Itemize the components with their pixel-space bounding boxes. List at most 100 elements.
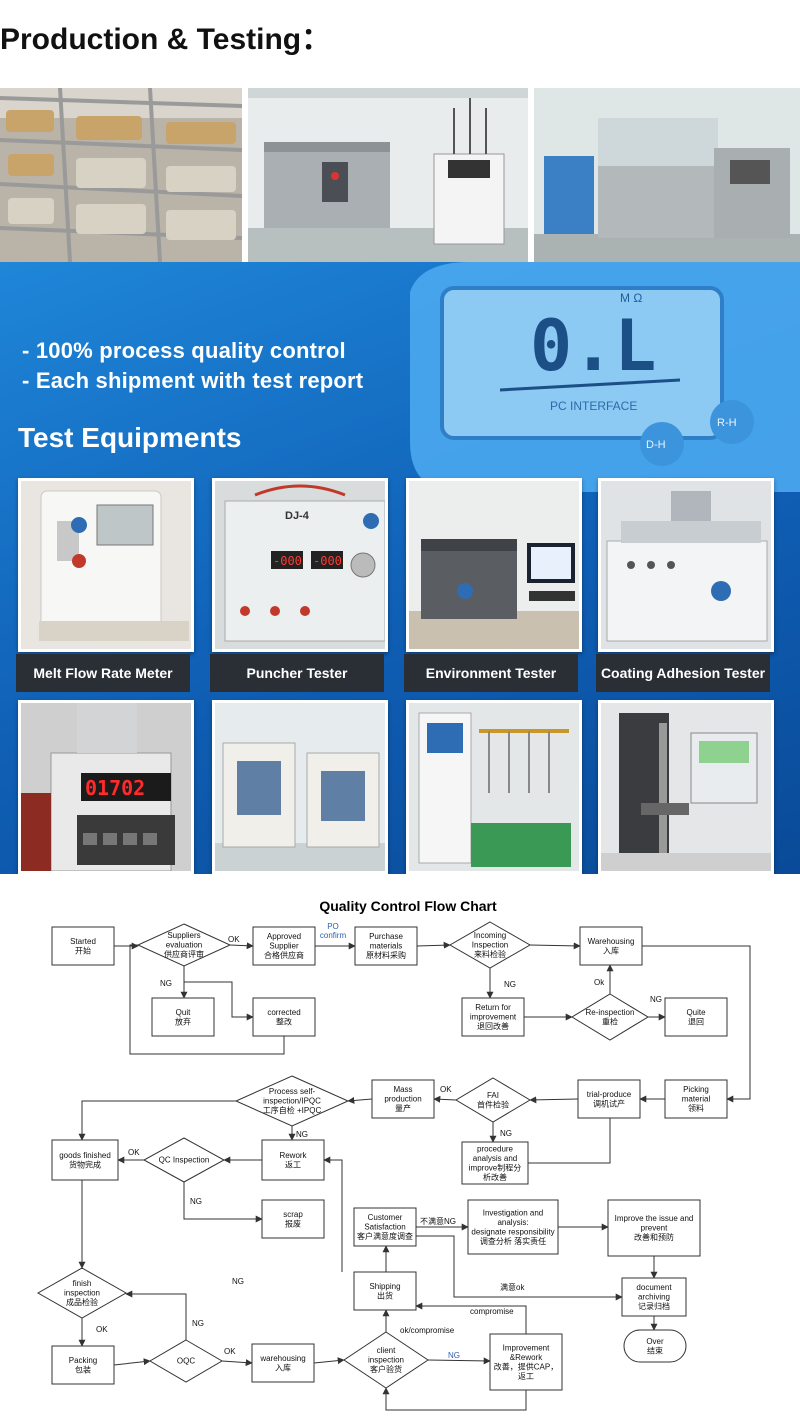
flow-arrow xyxy=(642,945,751,1103)
flow-node-text: 合格供应商 xyxy=(264,950,304,960)
flow-node-text: prevent xyxy=(641,1224,668,1233)
flow-node-text: 供应商评审 xyxy=(164,949,204,959)
label-ng: NG xyxy=(504,980,516,989)
label-compromise: compromise xyxy=(470,1307,514,1316)
label-environment-tester: Environment Tester xyxy=(404,654,578,692)
label-ng-client: NG xyxy=(448,1351,460,1360)
flow-node-text: Inspection xyxy=(472,941,508,950)
flow-arrow xyxy=(323,1156,343,1272)
flow-arrow xyxy=(125,1290,187,1340)
label-ok-compromise: ok/compromise xyxy=(400,1326,455,1335)
production-photo-test-chamber xyxy=(534,88,800,262)
flow-node-text: scrap xyxy=(283,1210,303,1219)
production-photo-salt-spray-chamber xyxy=(248,88,528,262)
flow-node-text: 货物完成 xyxy=(69,1159,101,1169)
flow-node-text: 原材料采购 xyxy=(366,950,406,960)
flow-node-text: document xyxy=(636,1283,672,1292)
flow-arrow xyxy=(229,942,254,950)
label-ok: Ok xyxy=(594,978,605,987)
flow-node-text: 整改 xyxy=(276,1016,292,1026)
flow-node-text: 量产 xyxy=(395,1103,411,1113)
flow-node-text: Over xyxy=(646,1337,664,1346)
label-ng: NG xyxy=(500,1129,512,1138)
flow-node-text: client xyxy=(377,1346,396,1355)
equipment-photo-temperature-controller: 01702 xyxy=(18,700,194,874)
flow-node-text: Customer xyxy=(368,1213,403,1222)
flow-node-text: 返工 xyxy=(518,1372,534,1381)
label-po-confirm: confirm xyxy=(320,931,347,940)
meter-button-dh: D-H xyxy=(646,439,666,451)
flow-node-text: 改善和预防 xyxy=(634,1232,674,1242)
flow-node-text: Warehousing xyxy=(588,937,635,946)
flow-node-text: Quite xyxy=(686,1008,706,1017)
flow-node-text: 出货 xyxy=(377,1290,393,1300)
flow-node-text: materials xyxy=(370,942,402,951)
production-photo-factory-racks xyxy=(0,88,242,262)
flow-node-text: 工序自检 +IPQC xyxy=(263,1105,322,1115)
flow-arrow xyxy=(184,981,254,1021)
flow-node-text: Improvement xyxy=(503,1343,550,1352)
flow-arrow xyxy=(433,1095,457,1103)
flow-node-text: production xyxy=(384,1095,421,1104)
flow-node-text: Process self- xyxy=(269,1087,316,1096)
flow-node-text: 开始 xyxy=(75,945,91,955)
flow-node-text: 重检 xyxy=(602,1016,618,1026)
flow-arrow xyxy=(313,1357,345,1365)
flow-node-qc-inspection: QC Inspection xyxy=(142,1137,226,1183)
flow-node-text: inspection xyxy=(368,1356,404,1365)
meter-interface-text: PC INTERFACE xyxy=(550,399,637,413)
flow-node-text: procedure xyxy=(477,1144,514,1153)
label-ok: OK xyxy=(224,1347,236,1356)
flow-node-text: 改善，提供CAP， xyxy=(494,1361,558,1371)
flow-arrow xyxy=(183,1182,263,1223)
label-ok: OK xyxy=(128,1148,140,1157)
flow-node-text: 退回 xyxy=(688,1017,704,1026)
flow-node-text: QC Inspection xyxy=(159,1156,210,1165)
flow-arrow xyxy=(78,1100,236,1141)
label-melt-flow-rate-meter: Melt Flow Rate Meter xyxy=(16,654,190,692)
label-ok: OK xyxy=(96,1325,108,1334)
flow-node-text: 客户满意度调查 xyxy=(357,1231,413,1241)
flow-node-text: 退回改善 xyxy=(477,1021,509,1031)
label-puncher-tester: Puncher Tester xyxy=(210,654,384,692)
flow-node-text: material xyxy=(682,1095,711,1104)
flow-node-text: Approved xyxy=(267,932,301,941)
equipment-photo-tensile-tester xyxy=(598,700,774,874)
flowchart-title: Quality Control Flow Chart xyxy=(319,898,497,914)
label-ng: NG xyxy=(192,1319,204,1328)
flow-node-text: archiving xyxy=(638,1293,670,1302)
flow-node-text: 析改善 xyxy=(483,1172,507,1182)
quality-control-flow-chart: Quality Control Flow Chart Started开始Supp… xyxy=(36,898,751,1411)
page-title: Production & Testing： xyxy=(0,23,332,56)
flow-node-text: goods finished xyxy=(59,1151,111,1160)
flow-node-text: Incoming xyxy=(474,931,506,940)
flow-arrow xyxy=(415,1302,527,1334)
label-ng: NG xyxy=(650,995,662,1004)
label-po-confirm: PO xyxy=(327,922,339,931)
flow-node-text: OQC xyxy=(177,1357,195,1366)
flow-node-text: Re-inspection xyxy=(586,1008,635,1017)
flow-node-text: Mass xyxy=(393,1085,412,1094)
flow-node-text: Quit xyxy=(176,1008,191,1017)
label-ok: OK xyxy=(440,1085,452,1094)
flow-node-text: FAI xyxy=(487,1091,499,1100)
flow-node-text: Improve the issue and xyxy=(615,1214,694,1223)
